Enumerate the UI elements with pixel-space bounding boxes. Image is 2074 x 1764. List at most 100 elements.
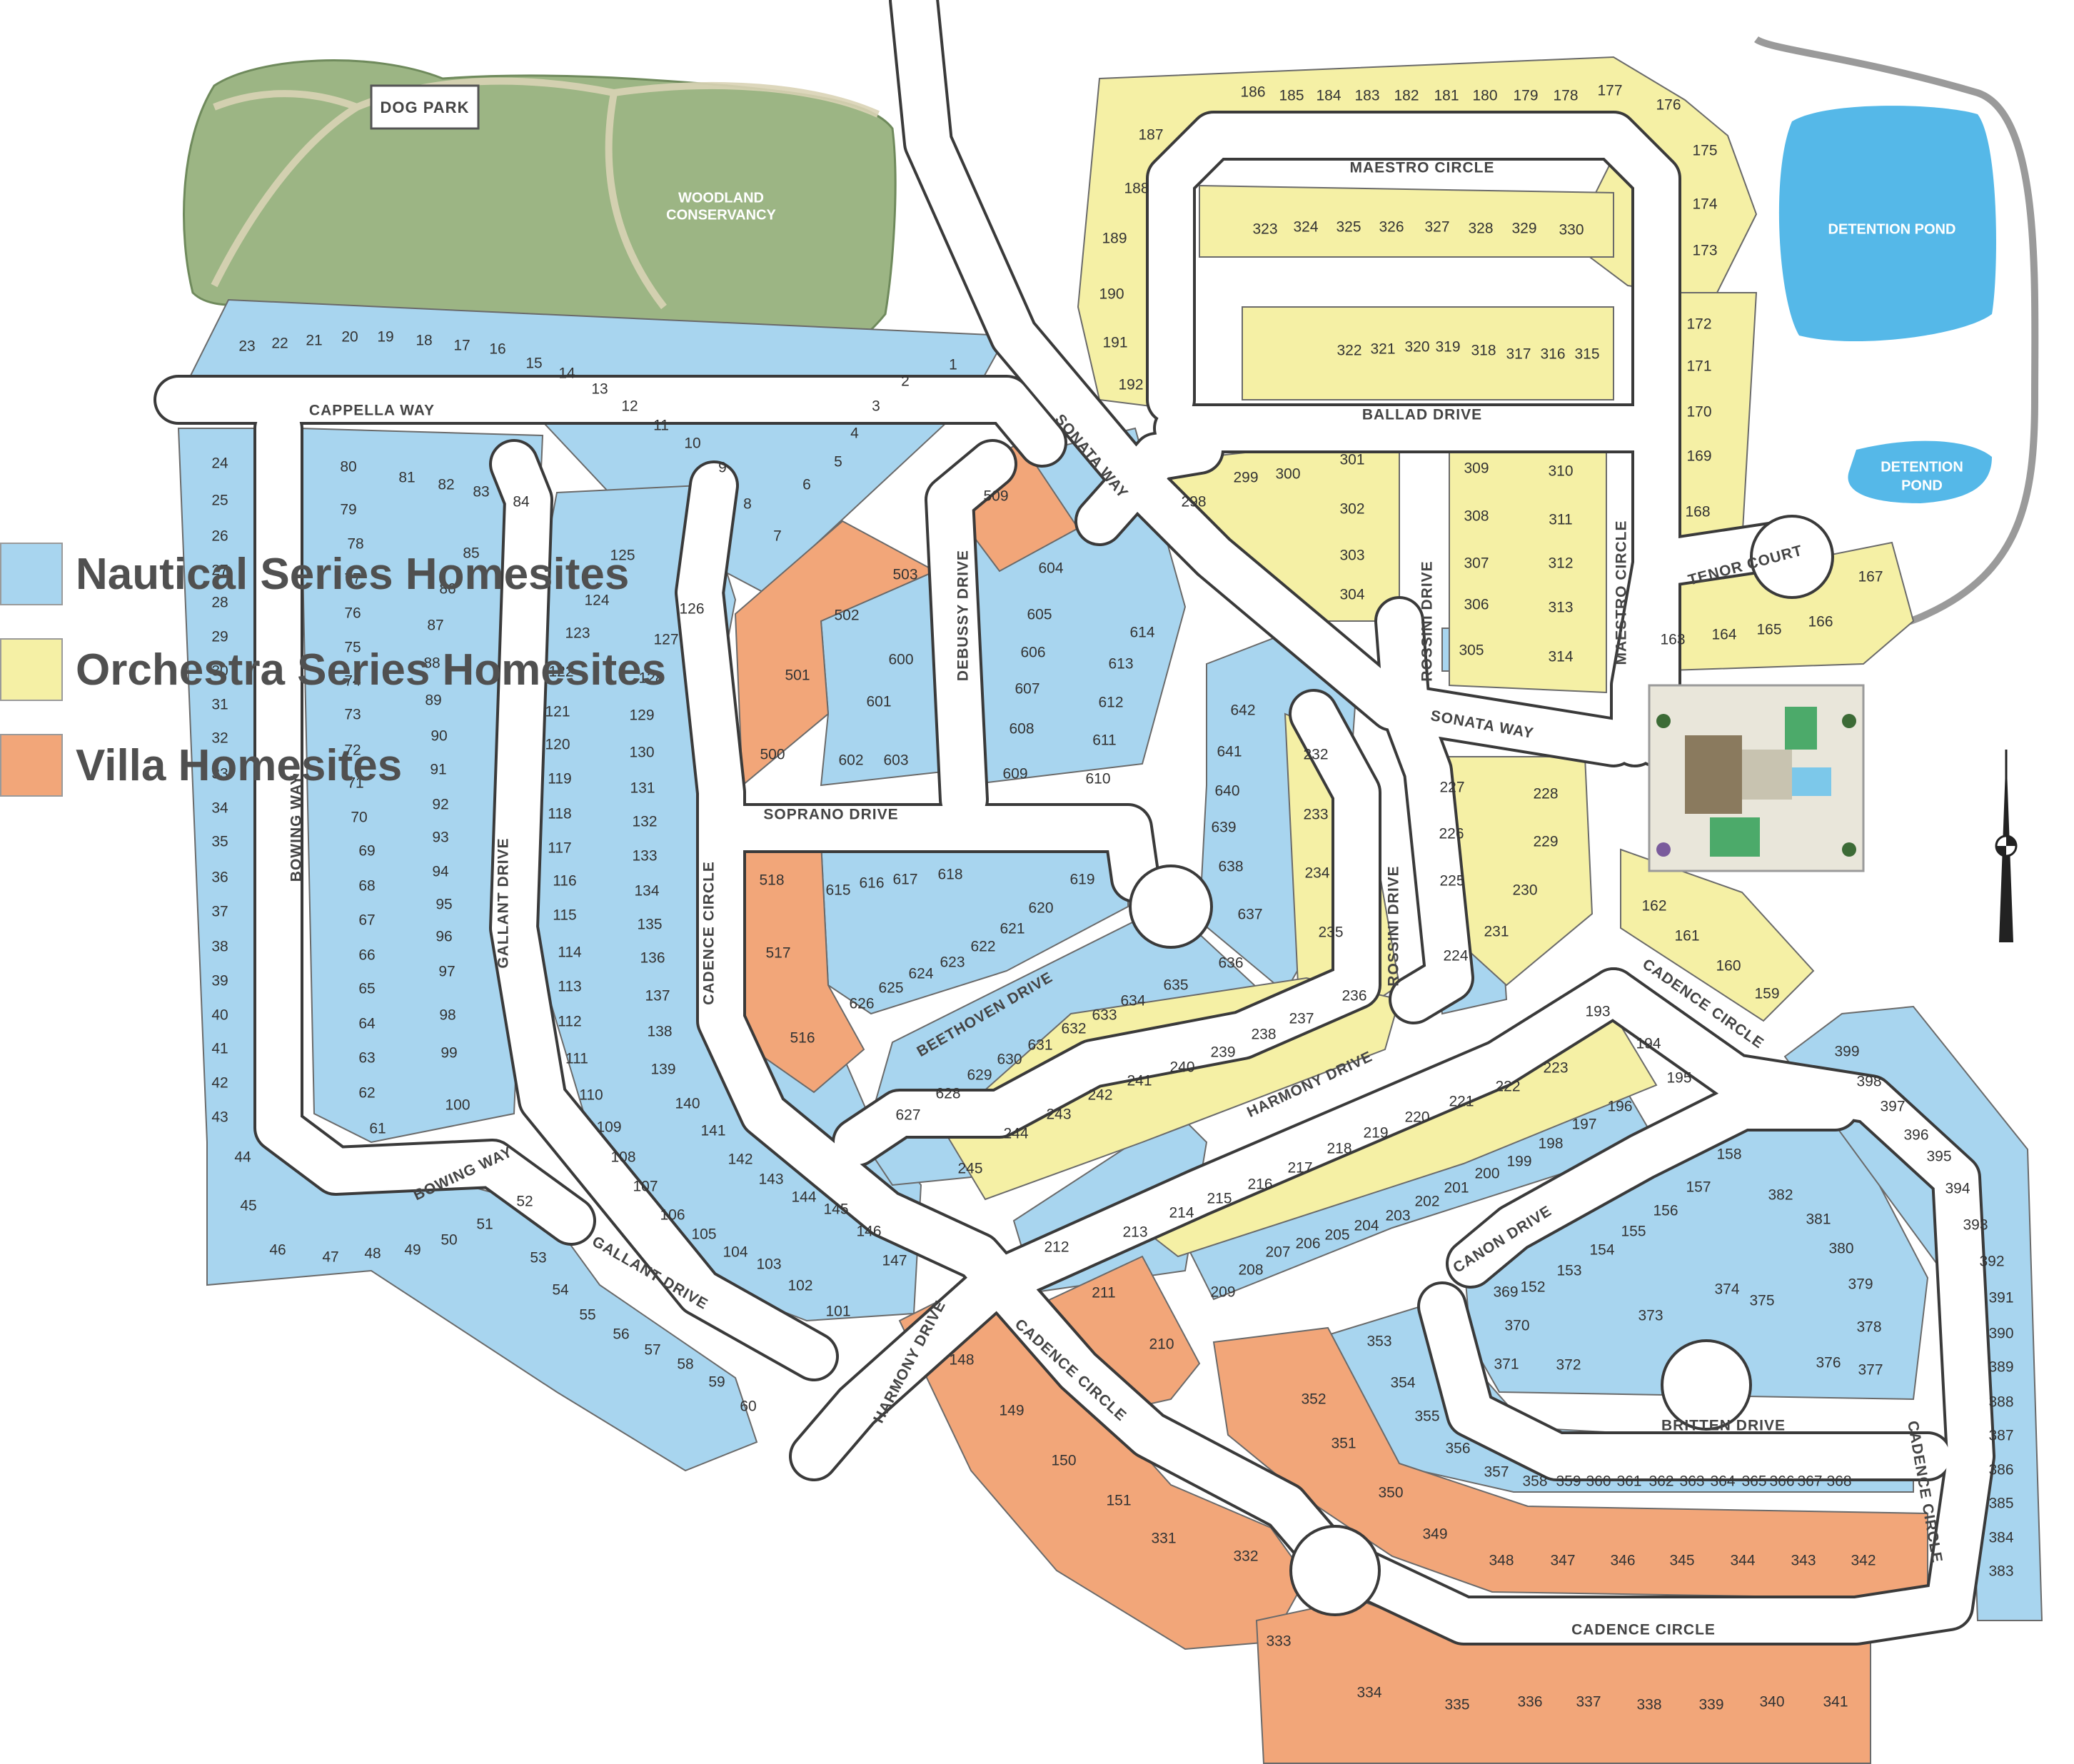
lot-number: 37 (211, 904, 228, 920)
lot-number: 176 (1656, 97, 1681, 114)
lot-number: 60 (740, 1398, 756, 1415)
cul-de-sac (1753, 518, 1831, 596)
lot-number: 349 (1422, 1526, 1447, 1543)
lot-number: 619 (1069, 872, 1094, 888)
detention-pond-large (1778, 106, 1996, 342)
lot-number: 393 (1963, 1217, 1988, 1234)
road (492, 442, 836, 1379)
lot-number: 24 (211, 455, 228, 472)
lot-number: 633 (1092, 1007, 1117, 1024)
lot-number: 104 (723, 1244, 747, 1261)
lot-number: 298 (1181, 494, 1206, 510)
lot-number: 357 (1484, 1464, 1509, 1481)
lot-number: 157 (1686, 1179, 1711, 1196)
lot-number: 233 (1303, 807, 1328, 823)
cul-de-sac (1292, 1528, 1378, 1613)
lot-number: 57 (644, 1342, 660, 1359)
lot-number: 189 (1102, 231, 1127, 247)
lot-number: 43 (211, 1109, 228, 1126)
lot-number: 371 (1494, 1356, 1519, 1373)
lot-number: 368 (1826, 1473, 1851, 1490)
road (792, 970, 1636, 1478)
lot-number: 238 (1251, 1027, 1276, 1043)
street-name: SOPRANO DRIVE (763, 807, 898, 823)
lot-number: 623 (940, 954, 965, 971)
lot-number: 391 (1988, 1290, 2013, 1306)
lot-number: 183 (1354, 88, 1379, 104)
lot-number: 192 (1118, 377, 1143, 393)
lot-number: 146 (856, 1224, 881, 1240)
lot-number: 52 (516, 1194, 533, 1210)
lot-number: 141 (700, 1123, 725, 1139)
legend-item-villa: Villa Homesites (0, 734, 402, 797)
street-name: MAESTRO CIRCLE (1350, 160, 1495, 176)
lot-number: 364 (1710, 1473, 1735, 1490)
lot-number: 329 (1511, 221, 1536, 237)
lot-number: 362 (1648, 1473, 1673, 1490)
lot-number: 300 (1275, 466, 1300, 483)
lot-number: 202 (1414, 1194, 1439, 1210)
lot-number: 218 (1327, 1141, 1351, 1157)
lot-number: 618 (937, 867, 962, 883)
lot-number: 137 (645, 988, 670, 1004)
lot-number: 105 (691, 1226, 716, 1243)
lot-number: 227 (1439, 780, 1464, 796)
lot-number: 162 (1641, 898, 1666, 914)
road (678, 463, 1350, 1578)
lot-number: 503 (892, 567, 917, 583)
lot-number: 326 (1379, 219, 1404, 236)
lot-number: 173 (1692, 243, 1717, 259)
lot-number: 42 (211, 1075, 228, 1092)
lot-number: 606 (1020, 645, 1045, 661)
lot-number: 18 (416, 333, 432, 349)
lot-number: 205 (1324, 1227, 1349, 1244)
lot-number: 325 (1336, 219, 1361, 236)
lot-number: 209 (1210, 1284, 1235, 1301)
lot-number: 143 (758, 1171, 783, 1188)
lot-number: 156 (1653, 1203, 1678, 1219)
lot-number: 186 (1240, 84, 1265, 101)
lot-number: 198 (1538, 1136, 1563, 1152)
lot-number: 613 (1108, 656, 1133, 672)
lot-number: 23 (238, 338, 255, 355)
road (156, 378, 1064, 465)
lot-number: 241 (1127, 1073, 1152, 1089)
lot-number: 196 (1607, 1099, 1632, 1115)
lot-number: 240 (1169, 1059, 1194, 1076)
lot-number: 107 (633, 1179, 658, 1195)
detention-ponds: DETENTION POND DETENTION POND (1754, 36, 2039, 646)
street-name: ROSSINI DRIVE (1419, 560, 1436, 681)
lot-number: 75 (344, 640, 361, 656)
lot-number: 634 (1120, 993, 1145, 1009)
lot-number: 130 (629, 745, 654, 761)
lot-number: 149 (999, 1403, 1024, 1419)
lot-number: 114 (558, 944, 582, 961)
lot-number: 171 (1686, 358, 1711, 375)
lot-number: 82 (438, 477, 454, 493)
legend-item-orchestra: Orchestra Series Homesites (0, 638, 666, 701)
lot-number: 299 (1233, 470, 1258, 486)
lot-number: 190 (1099, 286, 1124, 303)
lot-number: 59 (708, 1374, 725, 1391)
lot-number: 216 (1247, 1176, 1272, 1193)
lot-number: 50 (441, 1232, 457, 1249)
lot-number: 381 (1806, 1211, 1831, 1228)
lot-number: 98 (439, 1007, 455, 1024)
lot-number: 346 (1610, 1553, 1635, 1569)
lot-number: 131 (630, 780, 655, 797)
lot-number: 71 (347, 775, 363, 792)
lot-number: 136 (640, 950, 665, 967)
lot-number: 91 (430, 762, 446, 778)
lot-number: 28 (211, 595, 228, 611)
lot-number: 235 (1318, 924, 1343, 941)
lot-number: 193 (1585, 1004, 1610, 1020)
lot-number: 85 (463, 545, 479, 562)
lot-number: 340 (1759, 1694, 1784, 1710)
street-name: GALLANT DRIVE (495, 837, 512, 968)
lot-number: 509 (983, 488, 1008, 505)
lot-number: 172 (1686, 316, 1711, 333)
lot-number: 306 (1464, 597, 1489, 613)
lot-number: 96 (436, 929, 452, 945)
lot-number: 220 (1404, 1109, 1429, 1126)
